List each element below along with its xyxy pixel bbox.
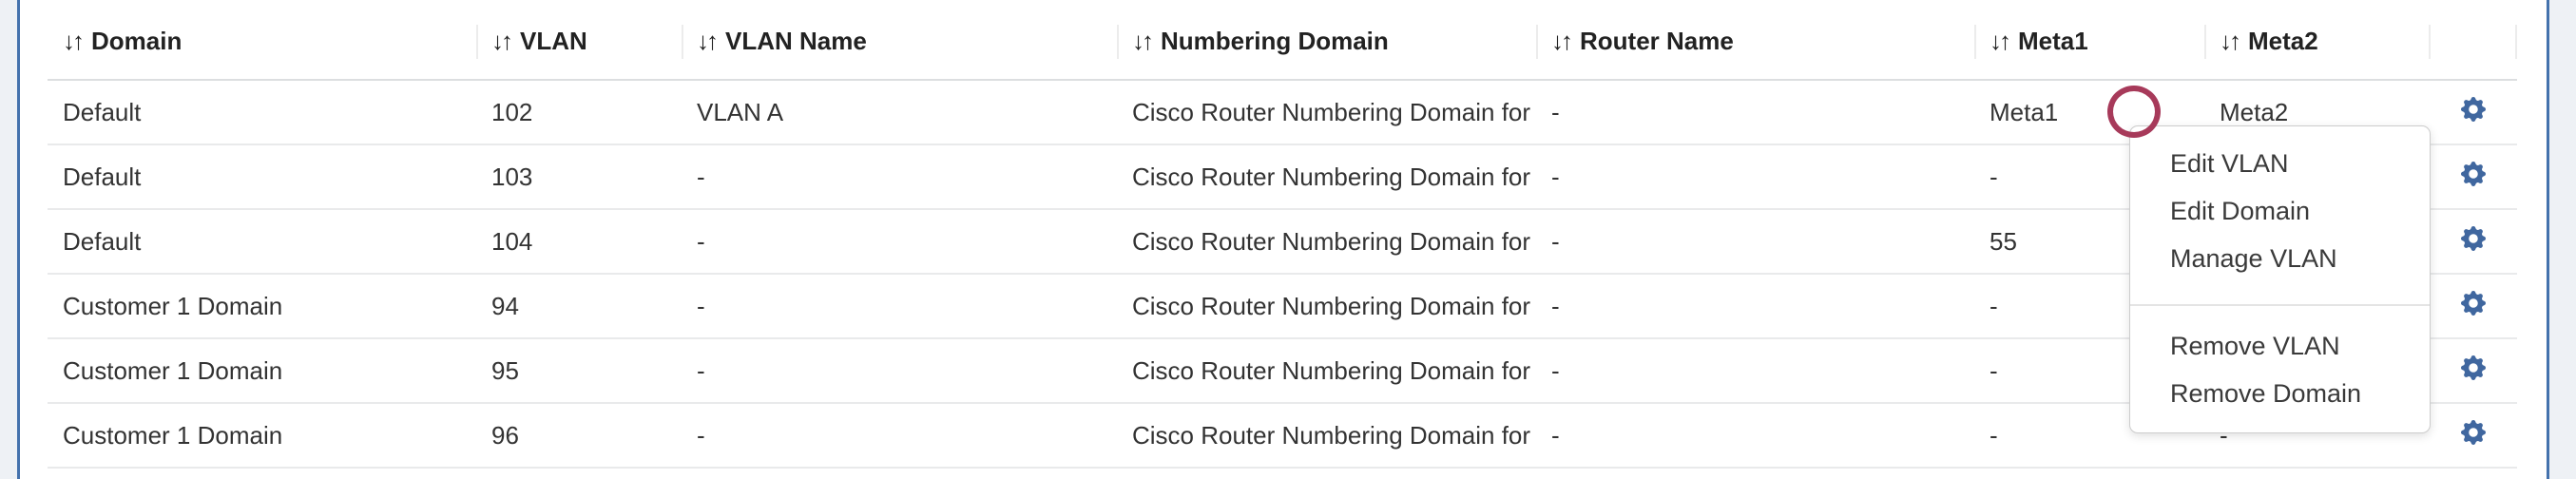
cell-vlan-name: - [682,403,1117,469]
gear-icon [2460,354,2486,380]
cell-vlan: 104 [476,209,682,275]
gear-icon [2460,161,2486,186]
table-panel: ↓↑Domain ↓↑VLAN ↓↑VLAN Name ↓↑Numbering … [20,0,2547,479]
context-menu: Edit VLAN Edit Domain Manage VLAN Remove… [2129,125,2431,433]
column-header-router-name[interactable]: ↓↑Router Name [1536,4,1974,81]
column-header-vlan-name[interactable]: ↓↑VLAN Name [682,4,1117,81]
column-header-domain[interactable]: ↓↑Domain [48,4,476,81]
cell-router-name: - [1536,80,1974,145]
column-header-vlan[interactable]: ↓↑VLAN [476,4,682,81]
cell-vlan: 103 [476,144,682,210]
sort-icon: ↓↑ [1990,27,2011,55]
gear-icon [2460,419,2486,445]
row-actions-gear-button[interactable] [2460,96,2486,122]
cell-vlan: 95 [476,338,682,404]
cell-vlan: 96 [476,403,682,469]
row-actions-gear-button[interactable] [2460,290,2486,316]
cell-router-name: - [1536,403,1974,469]
cell-vlan-name: - [682,338,1117,404]
cell-numbering-domain: Cisco Router Numbering Domain for ... [1117,80,1536,145]
cell-numbering-domain: Cisco Router Numbering Domain for ... [1117,274,1536,339]
cell-router-name: - [1536,274,1974,339]
menu-item-edit-vlan[interactable]: Edit VLAN [2170,149,2289,178]
row-actions-gear-button[interactable] [2460,419,2486,445]
cell-numbering-domain: Cisco Router Numbering Domain for ... [1117,144,1536,210]
cell-vlan: 94 [476,274,682,339]
cell-vlan-name: VLAN A [682,80,1117,145]
gear-icon [2460,225,2486,251]
cell-actions [2429,403,2517,469]
column-label: VLAN Name [725,27,867,55]
cell-router-name: - [1536,338,1974,404]
column-header-meta1[interactable]: ↓↑Meta1 [1974,4,2204,81]
page-gutter-left [0,0,20,479]
table-row: Customer 1 Domain 95 - Cisco Router Numb… [48,338,2517,404]
cell-actions [2429,338,2517,404]
cell-vlan-name: - [682,144,1117,210]
sort-icon: ↓↑ [697,27,719,55]
sort-icon: ↓↑ [491,27,513,55]
row-actions-gear-button[interactable] [2460,225,2486,251]
table-row: Default 103 - Cisco Router Numbering Dom… [48,144,2517,210]
column-label: VLAN [520,27,587,55]
column-label: Meta2 [2248,27,2318,55]
cell-numbering-domain: Cisco Router Numbering Domain for ... [1117,209,1536,275]
sort-icon: ↓↑ [2220,27,2241,55]
cell-domain: Default [48,209,476,275]
menu-item-edit-domain[interactable]: Edit Domain [2170,197,2311,225]
cell-actions [2429,80,2517,145]
sort-icon: ↓↑ [1551,27,1573,55]
cell-vlan: 102 [476,80,682,145]
annotation-circle [2107,86,2161,138]
cell-domain: Customer 1 Domain [48,274,476,339]
column-label: Numbering Domain [1161,27,1389,55]
column-header-actions [2429,4,2517,81]
cell-numbering-domain: Cisco Router Numbering Domain for ... [1117,338,1536,404]
cell-actions [2429,274,2517,339]
cell-domain: Customer 1 Domain [48,338,476,404]
menu-item-remove-domain[interactable]: Remove Domain [2170,379,2362,408]
cell-router-name: - [1536,144,1974,210]
cell-actions [2429,144,2517,210]
page-gutter-right [2547,0,2576,479]
cell-domain: Default [48,144,476,210]
cell-numbering-domain: Cisco Router Numbering Domain for ... [1117,403,1536,469]
column-label: Domain [91,27,183,55]
column-header-numbering-domain[interactable]: ↓↑Numbering Domain [1117,4,1536,81]
header-row: ↓↑Domain ↓↑VLAN ↓↑VLAN Name ↓↑Numbering … [48,4,2517,81]
column-label: Router Name [1580,27,1734,55]
menu-divider [2130,304,2430,306]
cell-vlan-name: - [682,209,1117,275]
sort-icon: ↓↑ [1132,27,1154,55]
cell-actions [2429,209,2517,275]
gear-icon [2460,290,2486,316]
table-row: Default 102 VLAN A Cisco Router Numberin… [48,80,2517,145]
table-row: Customer 1 Domain 96 - Cisco Router Numb… [48,403,2517,469]
menu-item-remove-vlan[interactable]: Remove VLAN [2170,332,2340,360]
cell-router-name: - [1536,209,1974,275]
row-actions-gear-button[interactable] [2460,354,2486,380]
cell-vlan-name: - [682,274,1117,339]
cell-domain: Default [48,80,476,145]
gear-icon [2460,96,2486,122]
column-header-meta2[interactable]: ↓↑Meta2 [2204,4,2429,81]
row-actions-gear-button[interactable] [2460,161,2486,186]
sort-icon: ↓↑ [63,27,85,55]
column-label: Meta1 [2018,27,2088,55]
menu-item-manage-vlan[interactable]: Manage VLAN [2170,244,2337,273]
vlan-table: ↓↑Domain ↓↑VLAN ↓↑VLAN Name ↓↑Numbering … [48,4,2517,469]
cell-domain: Customer 1 Domain [48,403,476,469]
